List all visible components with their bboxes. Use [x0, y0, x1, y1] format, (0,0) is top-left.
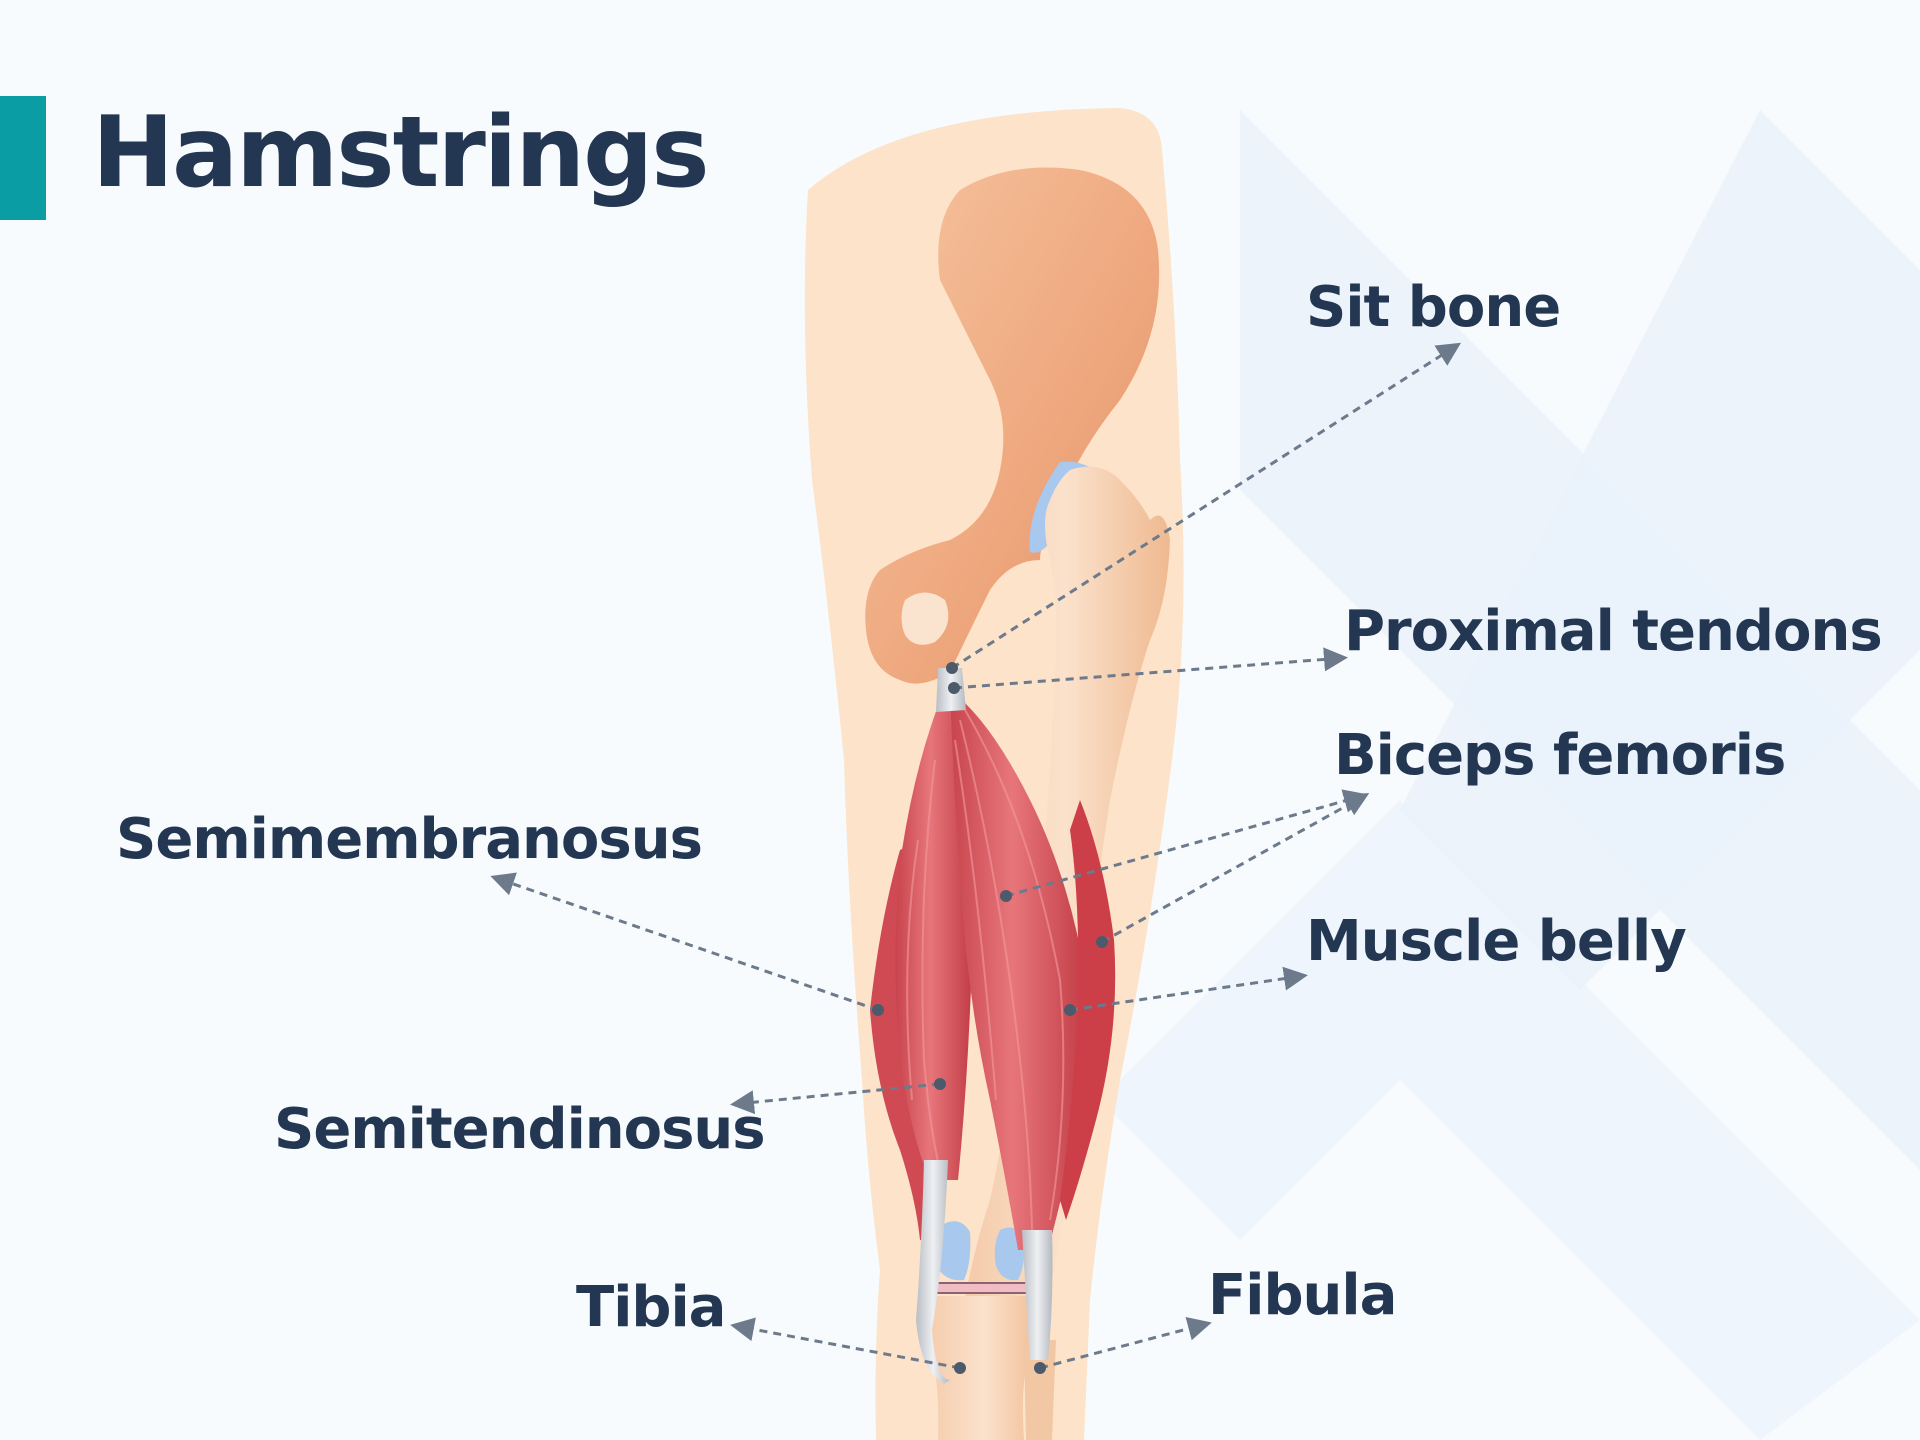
- label-muscle-belly: Muscle belly: [1306, 909, 1687, 974]
- obturator-foramen: [901, 592, 949, 645]
- page-title: Hamstrings: [92, 96, 710, 210]
- label-semimembranosus: Semimembranosus: [116, 807, 703, 872]
- leader-biceps-1: [1005, 789, 1368, 898]
- leader-sit-bone: [951, 342, 1462, 670]
- leader-tibia: [730, 1317, 961, 1370]
- label-semitendinosus: Semitendinosus: [274, 1097, 766, 1162]
- leader-semimembranosus: [490, 872, 879, 1012]
- label-tibia: Tibia: [576, 1275, 726, 1340]
- biceps-femoris-short-head: [1060, 800, 1116, 1220]
- leader-lines: [490, 342, 1462, 1370]
- leader-semitendinosus: [730, 1082, 941, 1115]
- tibia-bone: [921, 1296, 1047, 1440]
- leader-muscle-belly: [1069, 966, 1308, 1012]
- leader-proximal-tendons: [953, 647, 1348, 690]
- muscle-fibers: [906, 709, 1065, 1231]
- leader-points: [872, 662, 1108, 1374]
- leader-fibula: [1039, 1317, 1212, 1370]
- label-proximal-tendons: Proximal tendons: [1344, 599, 1883, 664]
- semitendinosus-muscle: [895, 690, 973, 1180]
- semitendinosus-distal-tendon: [916, 1160, 950, 1384]
- title-accent-bar: [0, 96, 46, 220]
- fibula-bone: [1024, 1340, 1056, 1440]
- watermark-x-shape: [1100, 110, 1920, 1440]
- leader-biceps-2: [1101, 793, 1370, 944]
- pelvis-bone: [865, 167, 1160, 684]
- biceps-distal-tendon: [1022, 1230, 1053, 1360]
- label-sit-bone: Sit bone: [1306, 275, 1561, 340]
- label-biceps-femoris: Biceps femoris: [1334, 723, 1786, 788]
- label-fibula: Fibula: [1208, 1263, 1397, 1328]
